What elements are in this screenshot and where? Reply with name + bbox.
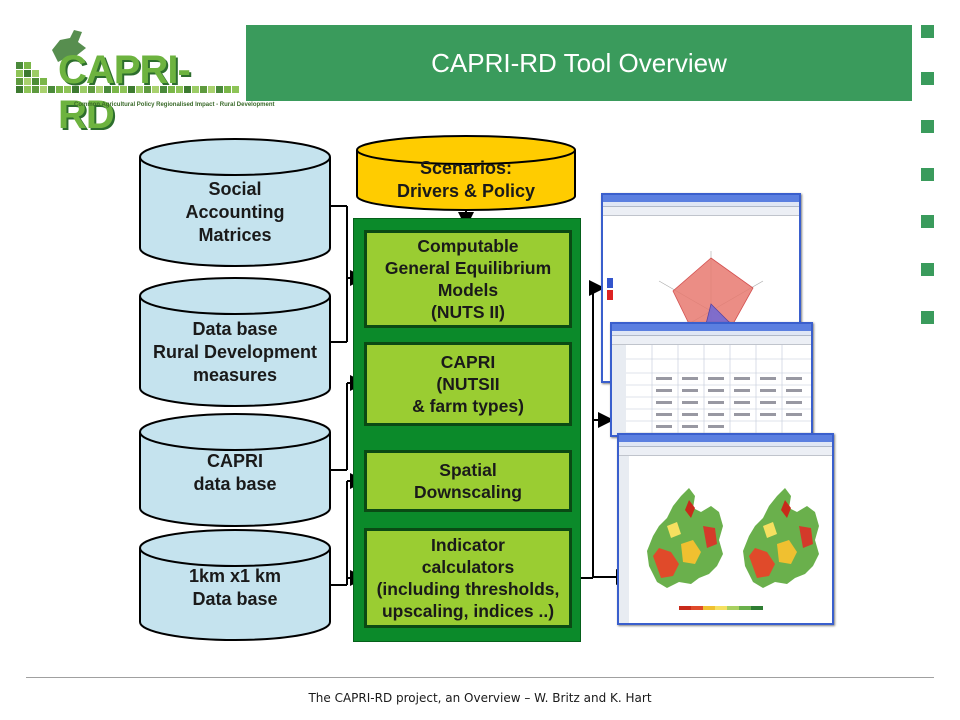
map-left xyxy=(647,488,723,588)
scenarios-label: Scenarios:Drivers & Policy xyxy=(396,158,536,201)
europe-map-icon xyxy=(619,456,832,623)
screenshot-europe-maps xyxy=(617,433,834,625)
table-grid-icon xyxy=(612,345,811,435)
cylinder-social-accounting xyxy=(139,138,331,267)
bullet-square xyxy=(921,263,934,276)
bullet-square xyxy=(921,120,934,133)
cylinder-1km-database xyxy=(139,529,331,641)
screenshot-results-table xyxy=(610,322,813,437)
title-bar: CAPRI-RD Tool Overview xyxy=(246,25,912,101)
cylinder-scenarios xyxy=(356,135,576,211)
bullet-square xyxy=(921,215,934,228)
logo-mosaic-icon xyxy=(16,30,239,93)
model-box-capri: CAPRI(NUTSII& farm types) xyxy=(364,342,572,426)
bullet-square xyxy=(921,25,934,38)
cylinder-rural-development xyxy=(139,277,331,407)
page-title: CAPRI-RD Tool Overview xyxy=(431,47,727,78)
footer-text: The CAPRI-RD project, an Overview – W. B… xyxy=(308,691,652,705)
bullet-square xyxy=(921,72,934,85)
cylinder-capri-database xyxy=(139,413,331,527)
bullet-square xyxy=(921,168,934,181)
footer-divider xyxy=(26,677,934,678)
capri-rd-logo: CAPRI-RD Common Agricultural Policy Regi… xyxy=(12,22,274,137)
map-right xyxy=(743,488,819,588)
bullet-square xyxy=(921,311,934,324)
logo-wordmark: CAPRI-RD xyxy=(58,48,191,137)
logo-subtitle: Common Agricultural Policy Regionalised … xyxy=(74,102,275,108)
